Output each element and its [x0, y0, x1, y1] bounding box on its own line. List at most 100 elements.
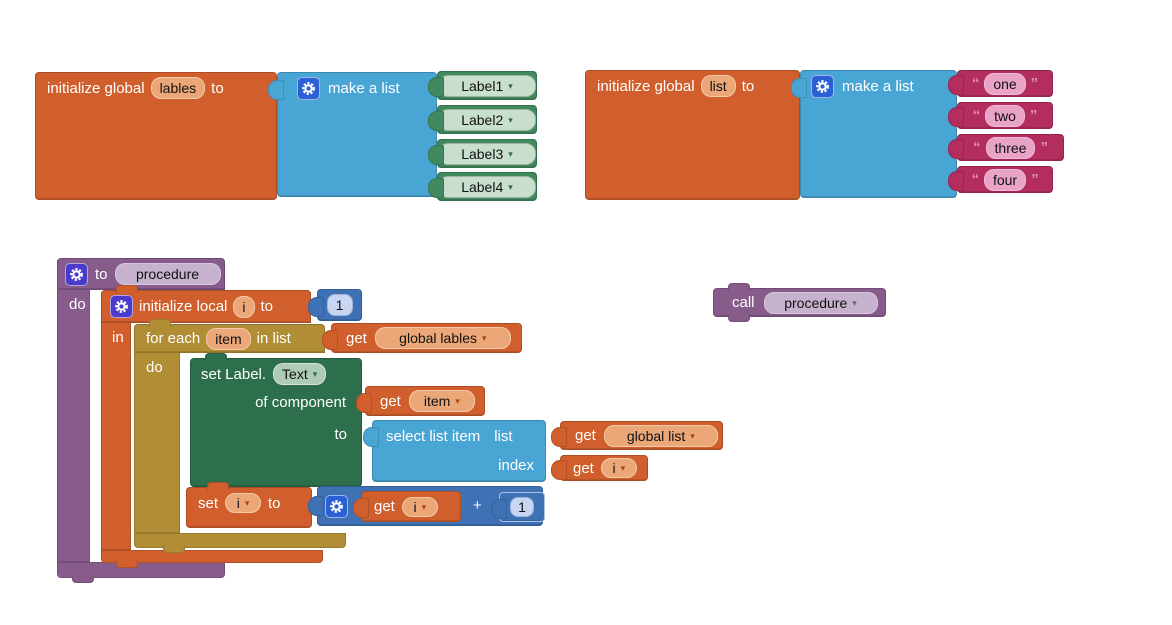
component-block-label1[interactable]: Label1▾	[428, 71, 537, 100]
number-block-1[interactable]: 1	[491, 492, 545, 522]
get-variable-block-global-lables[interactable]: get global lables▾	[322, 323, 522, 353]
global-variable-name-field[interactable]: lables	[150, 77, 206, 99]
variable-dropdown[interactable]: global list▾	[603, 424, 718, 447]
procedure-name-field[interactable]: procedure	[114, 263, 221, 285]
value-plug	[791, 78, 807, 98]
do-label: do	[69, 296, 86, 313]
for-each-bottom[interactable]	[134, 533, 346, 553]
open-quote: “	[973, 139, 981, 156]
procedure-definition-bottom[interactable]	[57, 562, 225, 583]
variable-dropdown[interactable]: i▾	[600, 458, 637, 478]
set-variable-block[interactable]: set i▾ to	[186, 482, 312, 528]
component-dropdown[interactable]: Label3▾	[438, 142, 536, 165]
component-dropdown[interactable]: Label1▾	[438, 74, 536, 97]
open-quote: “	[971, 75, 980, 92]
init-global-keyword: initialize global	[597, 77, 695, 95]
global-variable-name-field[interactable]: list	[700, 75, 736, 97]
procedure-definition-block[interactable]: to procedure	[57, 258, 225, 290]
mutator-gear-icon[interactable]	[65, 262, 88, 286]
string-field[interactable]: one	[984, 72, 1026, 95]
to-label: to	[211, 79, 224, 97]
mutator-gear-icon[interactable]	[325, 495, 348, 518]
component-dropdown[interactable]: Label4▾	[438, 175, 536, 198]
prev-connector	[149, 319, 171, 327]
value-plug	[356, 393, 372, 413]
property-name: Text	[282, 366, 308, 382]
string-field[interactable]: two	[985, 104, 1025, 127]
text-string-block-four[interactable]: “ four ”	[948, 166, 1053, 193]
value-plug	[428, 77, 444, 97]
variable-name: global list	[626, 427, 686, 444]
procedure-definition-left-wall[interactable]: do	[57, 290, 90, 562]
get-variable-block-global-list[interactable]: get global list▾	[551, 421, 723, 450]
make-a-list-label: make a list	[328, 80, 400, 97]
value-plug	[308, 496, 324, 516]
component-block-label4[interactable]: Label4▾	[428, 172, 537, 201]
make-a-list-block-2[interactable]: make a list	[791, 70, 957, 198]
loop-variable-field[interactable]: item	[206, 327, 251, 350]
for-each-left-wall[interactable]: do	[134, 353, 180, 533]
initialize-local-left-wall[interactable]: in	[101, 323, 131, 550]
variable-name: i	[236, 495, 240, 511]
get-variable-block-item[interactable]: get item▾	[356, 386, 485, 416]
mutator-gear-icon[interactable]	[811, 75, 834, 98]
make-a-list-block-1[interactable]: make a list	[268, 72, 437, 197]
call-procedure-block[interactable]: call procedure▾	[713, 283, 886, 322]
to-label: to	[741, 77, 755, 95]
value-plug	[551, 427, 567, 447]
get-variable-block-i[interactable]: get i▾	[353, 491, 461, 522]
number-value: 1	[518, 499, 526, 515]
init-global-list-block[interactable]: initialize global list to	[585, 70, 800, 200]
value-plug	[353, 498, 369, 518]
component-block-label2[interactable]: Label2 ▾	[428, 105, 537, 134]
set-property-block[interactable]: set Label. Text▾ of component to	[190, 353, 362, 487]
string-field[interactable]: three	[985, 136, 1036, 159]
value-plug	[268, 80, 284, 100]
initialize-local-bottom[interactable]	[101, 550, 323, 568]
value-plug	[551, 460, 567, 480]
to-label: to	[334, 426, 347, 443]
get-label: get	[380, 392, 401, 410]
init-global-lables-block[interactable]: initialize global lables to	[35, 72, 277, 200]
select-list-item-block[interactable]: select list item list index	[363, 420, 546, 482]
number-field[interactable]: 1	[510, 497, 534, 517]
dropdown-arrow-icon: ▾	[312, 369, 318, 379]
text-string-block-two[interactable]: “ two ”	[948, 102, 1053, 129]
local-variable-name-field[interactable]: i	[233, 295, 255, 318]
text-string-block-three[interactable]: “ three ”	[948, 134, 1064, 161]
number-field[interactable]: 1	[326, 294, 353, 316]
dropdown-arrow-icon: ▾	[508, 181, 513, 192]
get-label: get	[573, 459, 594, 477]
make-a-list-label: make a list	[842, 78, 914, 95]
component-block-label3[interactable]: Label3▾	[428, 139, 537, 168]
get-label: get	[575, 427, 596, 444]
dropdown-arrow-icon: ▾	[244, 498, 250, 508]
component-dropdown[interactable]: Label2 ▾	[438, 108, 536, 131]
mutator-gear-icon[interactable]	[110, 295, 133, 318]
variable-dropdown[interactable]: global lables▾	[374, 327, 511, 349]
text-string-block-one[interactable]: “ one ”	[948, 70, 1053, 97]
variable-dropdown[interactable]: i▾	[401, 496, 438, 517]
get-variable-block-i-index[interactable]: get i▾	[551, 455, 648, 481]
mutator-gear-icon[interactable]	[297, 77, 320, 100]
variable-dropdown[interactable]: item▾	[408, 390, 475, 412]
dropdown-arrow-icon: ▾	[508, 114, 513, 125]
number-block-1[interactable]: 1	[308, 289, 362, 321]
value-plug	[428, 178, 444, 198]
addition-block[interactable]: get i▾ + 1	[308, 486, 545, 526]
to-label: to	[260, 298, 274, 315]
string-field[interactable]: four	[983, 168, 1027, 191]
next-connector	[163, 545, 185, 553]
for-each-block[interactable]: for each item in list	[134, 319, 325, 353]
property-dropdown[interactable]: Text ▾	[273, 363, 327, 385]
value-plug	[428, 111, 444, 131]
component-name: Label2	[461, 111, 504, 128]
variable-dropdown[interactable]: i▾	[225, 493, 262, 513]
initialize-local-block[interactable]: initialize local i to	[101, 285, 311, 323]
in-label: in	[112, 329, 124, 346]
to-label: to	[95, 265, 108, 283]
procedure-dropdown[interactable]: procedure▾	[763, 291, 878, 314]
init-global-keyword: initialize global	[47, 79, 145, 97]
select-list-item-keyword: select list item	[386, 427, 481, 445]
